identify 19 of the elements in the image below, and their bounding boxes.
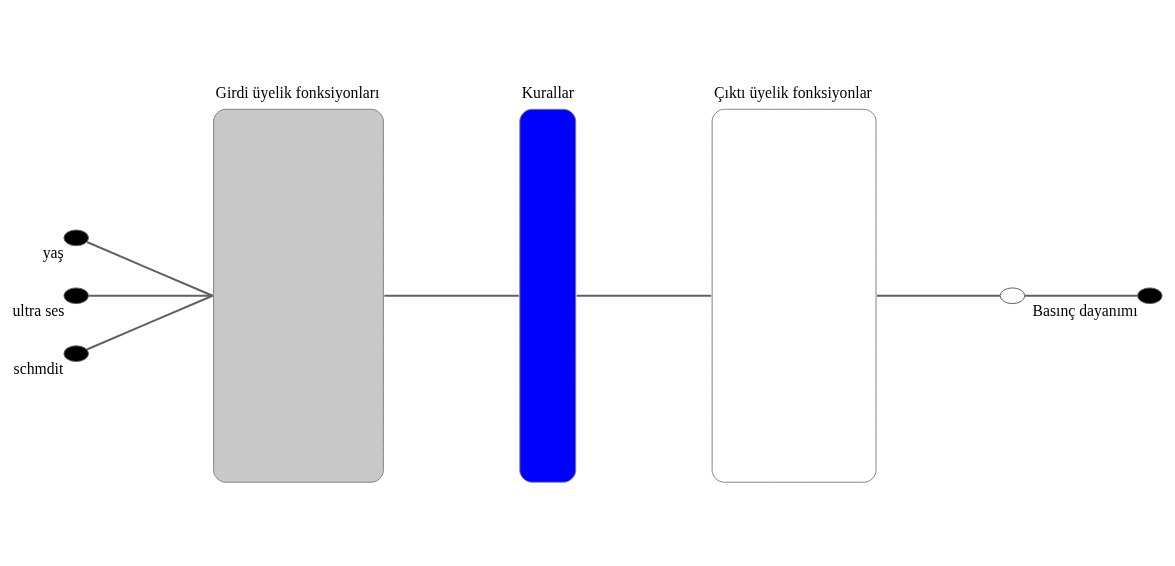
- node-label: Girdi üyelik fonksiyonları: [215, 84, 380, 102]
- node-circle: [999, 287, 1026, 305]
- node-circle: [63, 229, 89, 247]
- node-label: schmdit: [13, 360, 64, 378]
- node-label: ultra ses: [12, 302, 65, 320]
- node-label: Kurallar: [521, 84, 575, 102]
- connector: [1024, 294, 1139, 297]
- connector: [85, 294, 214, 351]
- node-circle: [63, 345, 89, 362]
- connector: [383, 294, 520, 297]
- connector: [87, 294, 214, 297]
- node-label: yaş: [42, 244, 64, 262]
- node-circle: [1137, 287, 1163, 305]
- connector: [575, 294, 713, 297]
- connector: [876, 294, 1001, 297]
- node-label: Çıktı üyelik fonksiyonlar: [714, 84, 872, 102]
- connector: [85, 241, 214, 297]
- node-label: Basınç dayanımı: [1032, 302, 1138, 320]
- node-circle: [63, 287, 89, 305]
